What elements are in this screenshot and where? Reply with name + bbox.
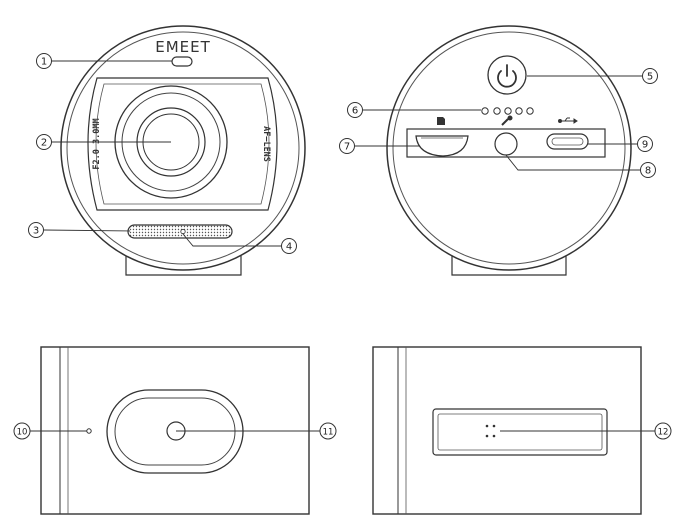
callout-10: 10 [13, 422, 31, 440]
svg-text:8: 8 [645, 166, 651, 177]
svg-text:6: 6 [352, 106, 358, 117]
speaker-panel [432, 408, 608, 456]
front-view: EMEET F2.0 3.0MM AF—LENS [60, 25, 306, 276]
callout-8: 8 [640, 162, 656, 178]
svg-text:11: 11 [323, 428, 334, 438]
usb-icon [558, 117, 578, 124]
front-body-inner-ring [66, 31, 300, 265]
rear-view [386, 25, 632, 276]
indicator-light [171, 56, 193, 67]
microphone-grill [127, 224, 233, 239]
power-icon [497, 64, 517, 88]
callout-4: 4 [281, 238, 297, 254]
callout-9: 9 [637, 136, 653, 152]
svg-text:10: 10 [17, 428, 28, 438]
svg-text:7: 7 [344, 142, 350, 153]
svg-text:9: 9 [642, 140, 648, 151]
speaker-panel-inner [437, 413, 603, 451]
callout-6: 6 [347, 102, 363, 118]
svg-text:12: 12 [658, 428, 669, 438]
usb-c-port [546, 133, 589, 150]
lens-panel-inner [95, 83, 270, 205]
svg-text:4: 4 [286, 242, 292, 253]
bottom-view [40, 346, 310, 515]
usb-c-port-inner [551, 137, 584, 146]
callout-3: 3 [28, 222, 44, 238]
sd-card-icon [437, 117, 445, 125]
lens-right-text: AF—LENS [261, 126, 271, 162]
svg-text:5: 5 [647, 72, 653, 83]
top-view [372, 346, 642, 515]
callout-markers: 1 2 3 4 5 6 7 8 [13, 53, 672, 440]
microphone-center-dot [180, 228, 186, 235]
microphone-icon [501, 115, 513, 126]
microphone-jack [494, 132, 518, 156]
svg-text:3: 3 [33, 226, 39, 237]
reset-hole [86, 428, 92, 434]
callout-7: 7 [339, 138, 355, 154]
brand-logo: EMEET [155, 38, 211, 56]
callout-1: 1 [36, 53, 52, 69]
callout-12: 12 [654, 422, 672, 440]
speaker-holes [485, 424, 496, 438]
lens-left-text: F2.0 3.0MM [92, 118, 102, 169]
leader-lines [30, 60, 655, 432]
svg-text:2: 2 [41, 138, 47, 149]
callout-2: 2 [36, 134, 52, 150]
tripod-mount-plate-inner [114, 397, 236, 466]
status-indicator-lights [481, 107, 534, 115]
callout-11: 11 [319, 422, 337, 440]
rear-body-inner-ring [392, 31, 626, 265]
svg-text:1: 1 [41, 57, 47, 68]
callout-5: 5 [642, 68, 658, 84]
